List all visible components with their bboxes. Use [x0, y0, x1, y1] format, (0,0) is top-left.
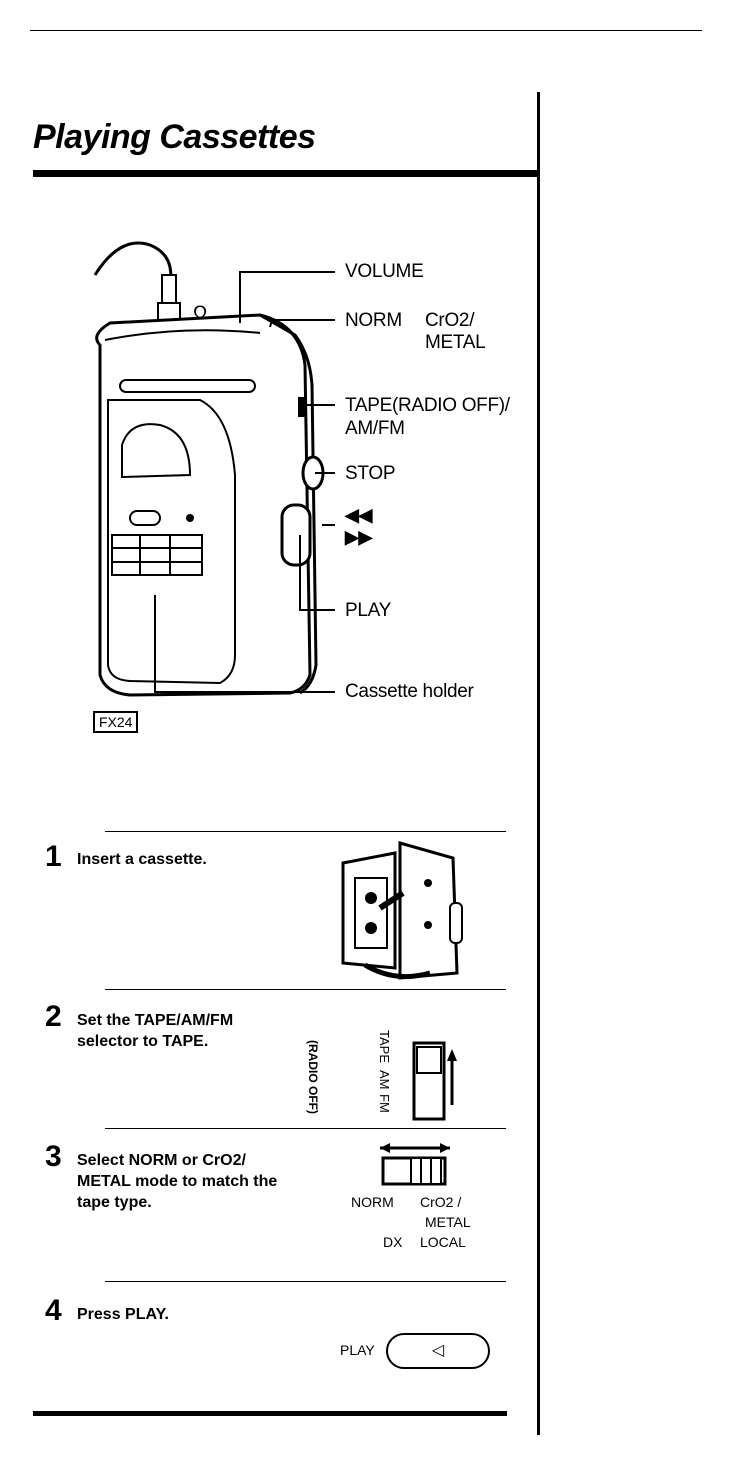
label-metal: METAL	[425, 332, 485, 354]
play-triangle-icon: ◁	[432, 1342, 444, 1359]
insert-cassette-illustration	[335, 833, 475, 983]
model-label: FX24	[93, 711, 138, 733]
label-cro2: CrO2/	[425, 310, 474, 332]
step-1-text: Insert a cassette.	[77, 849, 277, 870]
step-3-text: Select NORM or CrO2/ METAL mode to match…	[77, 1150, 287, 1213]
page-title: Playing Cassettes	[33, 118, 316, 157]
bottom-bar	[33, 1411, 507, 1416]
step-2-number: 2	[45, 1000, 62, 1034]
column-rule	[537, 92, 540, 1435]
mode-label-cro2: CrO2 /	[420, 1194, 461, 1210]
label-cassette-holder: Cassette holder	[345, 681, 474, 703]
separator-3	[105, 1128, 506, 1129]
label-amfm: AM/FM	[345, 418, 405, 440]
label-volume: VOLUME	[345, 261, 423, 283]
label-stop: STOP	[345, 463, 395, 485]
selector-label-radio-off: (RADIO OFF)	[306, 1040, 320, 1114]
mode-label-dx: DX	[383, 1234, 402, 1250]
play-label: PLAY	[340, 1342, 375, 1358]
mode-label-local: LOCAL	[420, 1234, 466, 1250]
step-1-number: 1	[45, 840, 62, 874]
selector-label-fm: FM	[377, 1094, 392, 1113]
cassette-player-illustration	[60, 215, 530, 735]
step-2-text: Set the TAPE/AM/FM selector to TAPE.	[77, 1010, 267, 1052]
mode-label-metal: METAL	[425, 1214, 471, 1230]
headphone-icon: Ω	[193, 303, 207, 325]
step-4-number: 4	[45, 1294, 62, 1328]
label-forward-icon: ▶▶	[345, 527, 372, 548]
play-button-illustration: ◁	[386, 1333, 490, 1369]
mode-label-norm: NORM	[351, 1194, 394, 1210]
mode-selector-switch-illustration	[365, 1140, 465, 1190]
separator-1	[105, 831, 506, 832]
label-norm: NORM	[345, 310, 402, 332]
selector-label-tape: TAPE	[377, 1030, 392, 1063]
separator-4	[105, 1281, 506, 1282]
selector-label-am: AM	[377, 1070, 392, 1090]
label-rewind-icon: ◀◀	[345, 505, 372, 526]
step-3-number: 3	[45, 1140, 62, 1174]
label-play: PLAY	[345, 600, 391, 622]
title-bar	[33, 170, 539, 177]
step-4-text: Press PLAY.	[77, 1304, 277, 1325]
tape-selector-switch-illustration	[404, 1035, 464, 1125]
label-tape: TAPE(RADIO OFF)/	[345, 395, 510, 417]
separator-2	[105, 989, 506, 990]
top-rule	[30, 30, 702, 31]
